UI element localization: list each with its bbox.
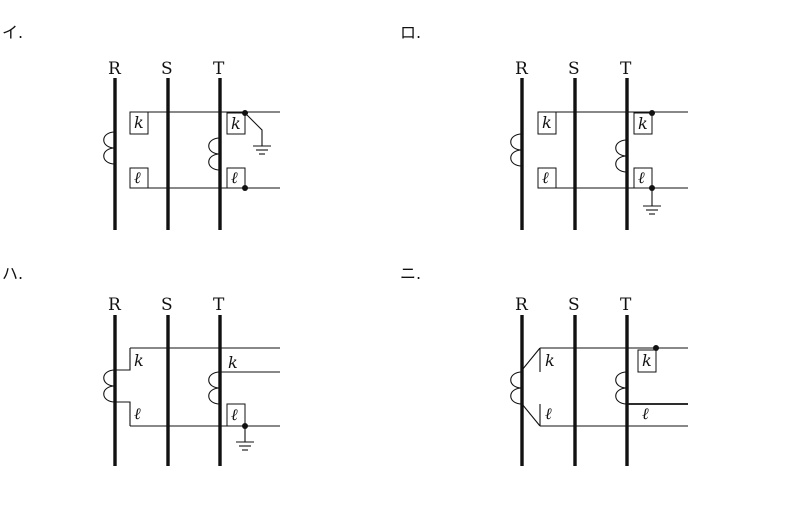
option-ro-diagram: ロ. R S T k ℓ k ℓ — [400, 23, 688, 230]
ct-coil-r — [103, 131, 116, 165]
ct-coil-r — [510, 133, 523, 167]
svg-text:ℓ: ℓ — [545, 404, 552, 423]
phase-label-r: R — [108, 59, 122, 79]
ground-symbol-icon — [253, 145, 271, 155]
ct-coil-t — [208, 371, 221, 405]
svg-text:k: k — [545, 351, 555, 370]
phase-label-t: T — [213, 295, 225, 315]
option-ha-diagram: ハ. R S T k ℓ k ℓ — [2, 264, 280, 466]
terminal-k-t — [633, 112, 653, 135]
phase-label-t: T — [213, 59, 225, 79]
terminal-k-t — [637, 349, 657, 373]
svg-text:ℓ: ℓ — [231, 405, 238, 424]
lead-k-r — [521, 347, 541, 371]
option-i-diagram: イ. R S T k ℓ k ℓ — [2, 23, 280, 230]
terminal-k-t — [226, 112, 246, 135]
ground-symbol-icon — [236, 441, 254, 451]
ground-lead — [244, 112, 263, 146]
svg-text:k: k — [134, 351, 144, 370]
terminal-l-t — [226, 403, 246, 427]
ct-coil-r — [103, 369, 116, 403]
option-ha-label: ハ. — [2, 264, 23, 283]
junction-dot — [649, 110, 655, 116]
svg-text:k: k — [231, 114, 241, 133]
terminal-l-t — [633, 167, 653, 189]
svg-text:ℓ: ℓ — [542, 168, 549, 187]
svg-text:k: k — [542, 113, 552, 132]
ground-symbol-icon — [643, 205, 661, 215]
phase-label-r: R — [515, 295, 529, 315]
svg-text:ℓ: ℓ — [231, 168, 238, 187]
ct-coil-t — [208, 137, 221, 171]
svg-text:ℓ: ℓ — [638, 168, 645, 187]
lead-l-r — [521, 403, 541, 427]
ct-coil-t — [615, 139, 628, 173]
junction-dot — [653, 345, 659, 351]
option-i-label: イ. — [2, 23, 23, 42]
svg-text:ℓ: ℓ — [134, 168, 141, 187]
option-ni-diagram: ニ. R S T k ℓ k ℓ — [400, 264, 688, 466]
svg-text:k: k — [638, 114, 648, 133]
lead-k-r — [115, 348, 131, 371]
svg-text:k: k — [228, 353, 238, 372]
option-ro-label: ロ. — [400, 23, 421, 42]
phase-label-t: T — [620, 295, 632, 315]
svg-text:ℓ: ℓ — [642, 404, 649, 423]
ct-coil-t — [615, 371, 628, 405]
svg-text:ℓ: ℓ — [134, 404, 141, 423]
phase-label-s: S — [161, 59, 173, 79]
phase-label-r: R — [108, 295, 122, 315]
phase-label-s: S — [161, 295, 173, 315]
svg-text:k: k — [134, 113, 144, 132]
ct-coil-r — [510, 371, 523, 405]
svg-text:k: k — [642, 351, 652, 370]
lead-l-r — [115, 401, 131, 426]
option-ni-label: ニ. — [400, 264, 421, 283]
phase-label-t: T — [620, 59, 632, 79]
junction-dot — [242, 185, 248, 191]
phase-label-s: S — [568, 295, 580, 315]
terminal-l-t — [226, 167, 246, 189]
phase-label-s: S — [568, 59, 580, 79]
phase-label-r: R — [515, 59, 529, 79]
